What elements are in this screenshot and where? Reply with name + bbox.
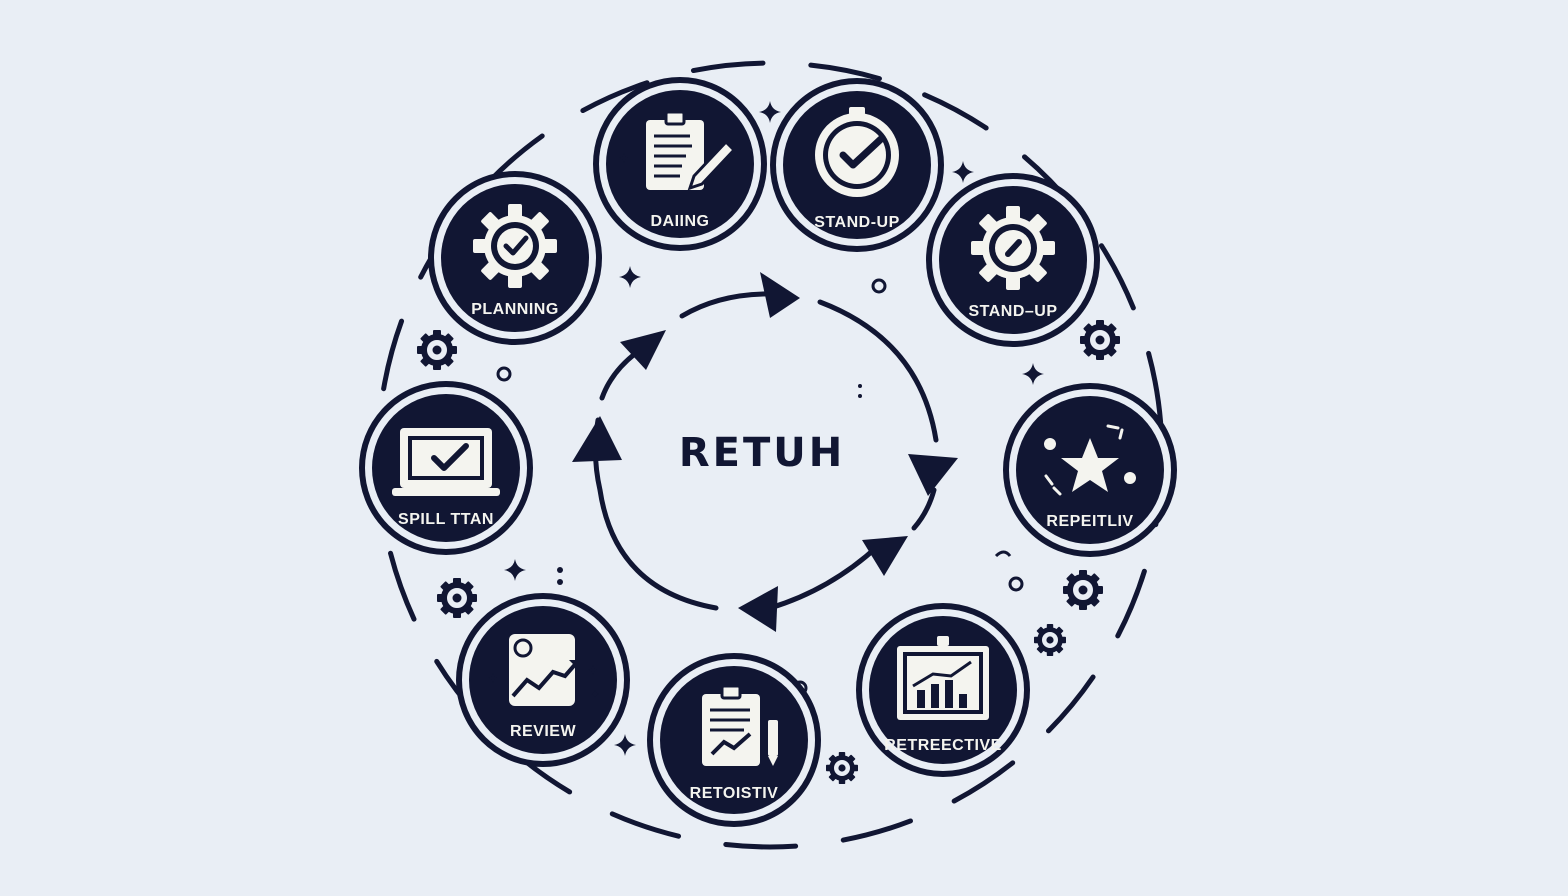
arrow-arc-top-right [817, 299, 939, 443]
stage-node-review: REVIEW [456, 593, 630, 767]
stage-label: DAIING [651, 213, 710, 230]
gear-icon [417, 330, 457, 370]
sparkle-icon [759, 101, 781, 123]
stage-nodes: DAIING STAND-UP [359, 77, 1177, 827]
gear-icon [1080, 320, 1120, 360]
arrowheads [572, 272, 958, 632]
sparkle-icon [1022, 363, 1044, 385]
clipboard-pencil-icon [646, 110, 737, 191]
gear-check-icon [473, 204, 557, 288]
stage-node-daiing: DAIING [593, 77, 767, 251]
sparkle-icon [614, 734, 636, 756]
sparkle-icon [504, 559, 526, 581]
arrowhead-left [572, 416, 622, 462]
gear-slash-icon [971, 206, 1055, 290]
gear-icon [437, 578, 477, 618]
stage-node-repetitiv: REPEITLIV [1003, 383, 1177, 557]
sparkle-icon [952, 161, 974, 183]
arrowhead-left-up [620, 330, 666, 370]
arrow-arc-top [679, 291, 781, 319]
arrowhead-bottom-right [862, 536, 908, 576]
stage-label: PLANNING [471, 301, 559, 318]
stage-node-planning: PLANNING [428, 171, 602, 345]
stage-node-standup-1: STAND-UP [770, 78, 944, 252]
arrowhead-top [760, 272, 800, 318]
arrow-arc-right [911, 487, 937, 531]
stage-label: SPILL TTAN [398, 511, 494, 528]
clock-check-icon [815, 107, 899, 197]
laptop-check-icon [392, 428, 500, 496]
stage-label: STAND–UP [968, 303, 1057, 320]
center-label: RETUH [679, 430, 845, 476]
stage-label: REVIEW [510, 723, 577, 740]
board-chart-icon [897, 636, 989, 720]
arrowhead-right [908, 454, 958, 496]
arrow-arc-bottom-right [767, 543, 881, 611]
trend-chart-icon [488, 634, 599, 706]
stage-node-standup-2: STAND–UP [926, 173, 1100, 347]
gear-icon [1034, 624, 1066, 656]
arrowhead-bottom [738, 586, 778, 632]
stage-node-spill-ttan: SPILL TTAN [359, 381, 533, 555]
clipboard-chart-icon [702, 684, 778, 766]
star-icon [1044, 424, 1136, 496]
gear-icon [1063, 570, 1103, 610]
stage-node-retreective: RETREECTIVE [856, 603, 1030, 777]
stage-label: REPEITLIV [1046, 513, 1133, 530]
sparkle-icon [619, 266, 641, 288]
gear-icon [826, 752, 858, 784]
stage-label: STAND-UP [814, 214, 899, 231]
stage-label: RETOISTIV [690, 785, 779, 802]
stage-label: RETREECTIVE [884, 737, 1002, 754]
stage-node-retoistiv: RETOISTIV [647, 653, 821, 827]
